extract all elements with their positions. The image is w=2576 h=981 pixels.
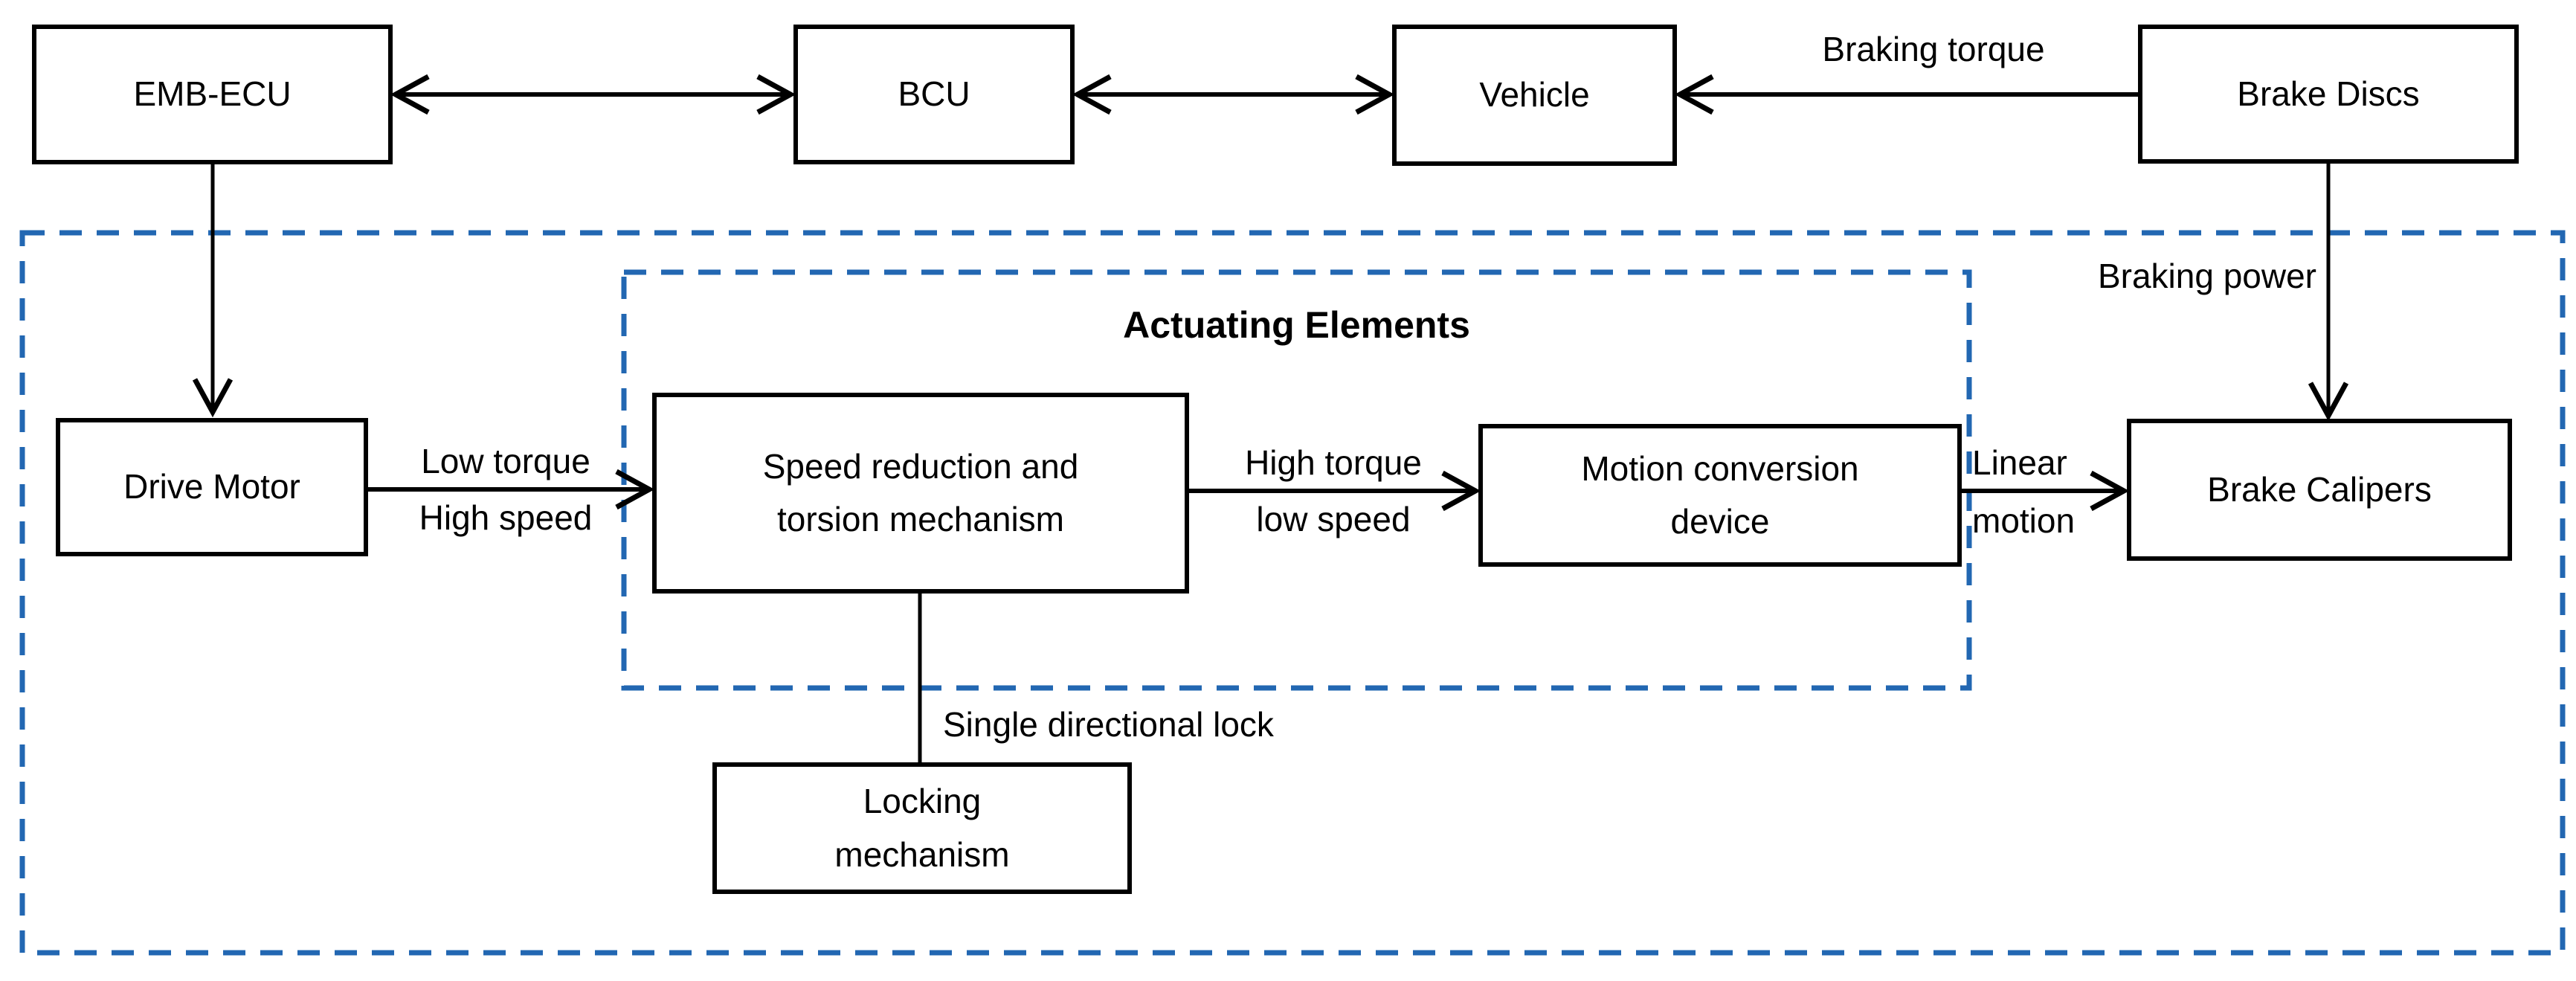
node-locking-mechanism-line2: mechanism [834, 834, 1010, 874]
node-speed-reduction: Speed reduction and torsion mechanism [652, 393, 1189, 594]
outer-actuator-group-dashed-border [19, 230, 2566, 956]
label-braking-torque: Braking torque [1822, 30, 2045, 68]
node-speed-reduction-line1: Speed reduction and [762, 446, 1079, 486]
node-motion-conversion: Motion conversion device [1478, 424, 1962, 567]
node-brake-discs: Brake Discs [2138, 25, 2519, 164]
node-brake-discs-label: Brake Discs [2237, 74, 2420, 113]
label-motion: motion [1972, 501, 2076, 540]
label-braking-power: Braking power [2097, 257, 2316, 295]
label-linear: Linear [1972, 443, 2067, 482]
node-bcu: BCU [793, 25, 1075, 164]
actuating-elements-title: Actuating Elements [1123, 304, 1470, 346]
node-drive-motor-label: Drive Motor [123, 467, 300, 506]
node-bcu-label: BCU [898, 74, 970, 114]
label-single-directional-lock: Single directional lock [943, 705, 1274, 744]
node-emb-ecu: EMB-ECU [32, 25, 393, 164]
node-speed-reduction-line2: torsion mechanism [776, 500, 1065, 538]
node-locking-mechanism-line1: Locking [863, 782, 982, 821]
label-low-speed: low speed [1256, 500, 1411, 538]
node-emb-ecu-label: EMB-ECU [133, 74, 292, 114]
node-motion-conversion-line1: Motion conversion [1581, 448, 1859, 488]
node-motion-conversion-line2: device [1670, 502, 1770, 541]
label-high-torque: High torque [1245, 443, 1422, 482]
label-low-torque: Low torque [421, 442, 590, 480]
node-vehicle: Vehicle [1392, 25, 1677, 166]
label-high-speed: High speed [419, 498, 593, 537]
node-brake-calipers-label: Brake Calipers [2207, 469, 2432, 509]
node-locking-mechanism: Locking mechanism [712, 762, 1132, 894]
node-brake-calipers: Brake Calipers [2127, 419, 2512, 561]
node-vehicle-label: Vehicle [1479, 75, 1590, 115]
node-drive-motor: Drive Motor [56, 418, 368, 556]
